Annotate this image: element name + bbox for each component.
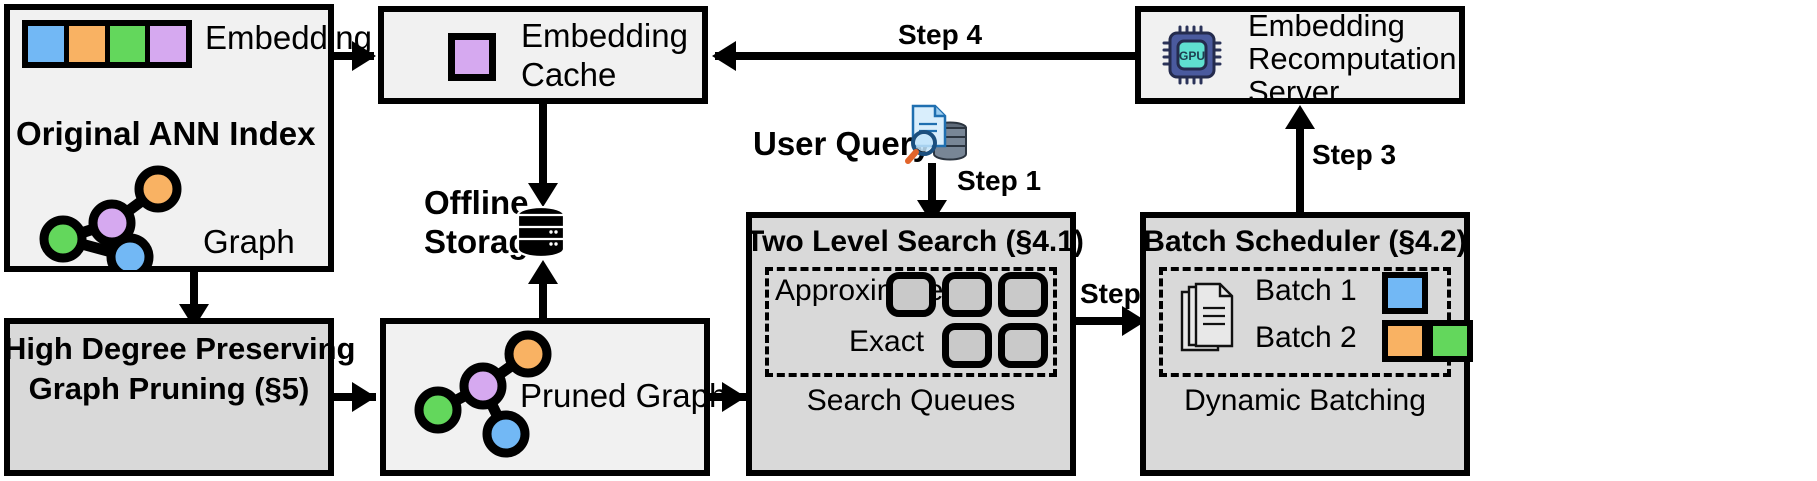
batch-2-swatch-orange — [1382, 320, 1428, 362]
arrow-step4-line — [715, 52, 1135, 60]
embedding-swatch-blue — [28, 26, 69, 62]
pruned-graph-illustration — [414, 330, 552, 458]
embedding-cache-label-line2: Cache — [521, 56, 617, 93]
embedding-cache-label-line1: Embedding — [521, 17, 688, 54]
embedding-swatch-orange — [68, 26, 110, 62]
approximate-queue-2[interactable] — [942, 272, 992, 317]
arrow-index-to-pruning-line — [190, 272, 198, 308]
gpu-icon-text: GPU — [1179, 49, 1205, 63]
query-search-database-icon — [905, 104, 967, 164]
batch-1-swatch-blue — [1382, 272, 1428, 314]
embedding-swatch-green — [109, 26, 151, 62]
step1-label: Step 1 — [957, 165, 1042, 196]
arrow-index-to-cache-head — [352, 41, 376, 71]
arrow-step2-line — [1076, 317, 1134, 325]
arrow-cache-to-storage-line — [539, 104, 547, 188]
embedding-cache-box — [378, 6, 708, 104]
exact-queue-2[interactable] — [998, 323, 1048, 368]
embedding-label: Embedding — [205, 19, 372, 56]
embedding-cache-swatch — [448, 33, 496, 81]
graph-pruning-title-line2: Graph Pruning (§5) — [28, 371, 310, 406]
original-ann-index-title: Original ANN Index — [16, 115, 316, 152]
step3-label: Step 3 — [1312, 139, 1397, 170]
arrow-step1-line — [928, 163, 936, 205]
batch-2-swatch-green — [1427, 320, 1473, 362]
two-level-search-title: Two Level Search (§4.1) — [746, 225, 1084, 258]
graph-label: Graph — [203, 223, 295, 260]
arrow-pruning-to-prunedgraph-head — [352, 382, 376, 412]
arrow-prunedgraph-to-search-head — [722, 382, 746, 412]
step4-label: Step 4 — [898, 19, 983, 50]
offline-storage-label-line1: Offline — [424, 184, 529, 221]
batch-2-label: Batch 2 — [1255, 321, 1357, 354]
documents-icon — [1180, 282, 1234, 352]
batch-1-label: Batch 1 — [1255, 274, 1357, 307]
exact-label: Exact — [849, 325, 925, 358]
recomputation-server-line1: Embedding — [1248, 8, 1405, 43]
arrow-step3-line — [1296, 128, 1304, 212]
embedding-swatch-strip — [22, 20, 192, 68]
arrow-step3-head — [1285, 105, 1315, 129]
gpu-chip-icon: GPU — [1162, 25, 1222, 85]
graph-pruning-title-line1: High Degree Preserving — [4, 331, 356, 366]
search-queues-dashed-region — [765, 267, 1057, 377]
recomputation-server-line3: Server — [1248, 74, 1340, 109]
arrow-step4-head — [712, 41, 736, 71]
recomputation-server-line2: Recomputation — [1248, 41, 1457, 76]
graph-pruning-box — [4, 318, 334, 476]
dynamic-batching-footer: Dynamic Batching — [1184, 384, 1426, 417]
embedding-swatch-purple — [150, 26, 186, 62]
pruned-graph-label: Pruned Graph — [520, 377, 728, 414]
original-index-graph — [39, 165, 182, 270]
arrow-prunedgraph-to-storage-line — [539, 282, 547, 318]
arrow-prunedgraph-to-storage-head — [528, 260, 558, 284]
database-icon — [516, 206, 566, 258]
search-queues-footer: Search Queues — [806, 384, 1016, 417]
arrow-cache-to-storage-head — [528, 183, 558, 207]
batch-scheduler-title: Batch Scheduler (§4.2) — [1143, 225, 1467, 258]
approximate-queue-3[interactable] — [998, 272, 1048, 317]
approximate-queue-1[interactable] — [886, 272, 936, 317]
exact-queue-1[interactable] — [942, 323, 992, 368]
